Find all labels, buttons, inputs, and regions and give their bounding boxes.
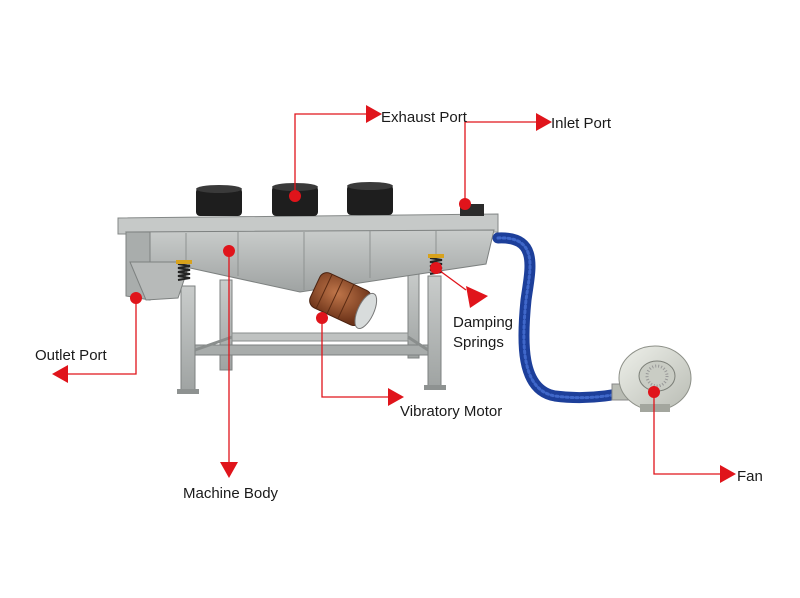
label-damping-springs-line1: Damping (453, 314, 514, 331)
machine-body (117, 204, 499, 301)
label-damping-springs-line2: Springs (453, 334, 504, 351)
blower-fan-icon (611, 345, 692, 412)
label-exhaust-port: Exhaust Port (381, 109, 467, 126)
air-hose (492, 232, 634, 404)
callout-lines (68, 113, 720, 475)
callout-dots (130, 190, 660, 398)
label-fan: Fan (737, 468, 763, 485)
motor-icon (309, 272, 378, 329)
arrow-head-icon (52, 105, 736, 483)
label-machine-body: Machine Body (183, 485, 279, 502)
label-outlet-port: Outlet Port (35, 347, 107, 364)
label-inlet-port: Inlet Port (551, 115, 612, 132)
label-vibratory-motor: Vibratory Motor (400, 403, 503, 420)
